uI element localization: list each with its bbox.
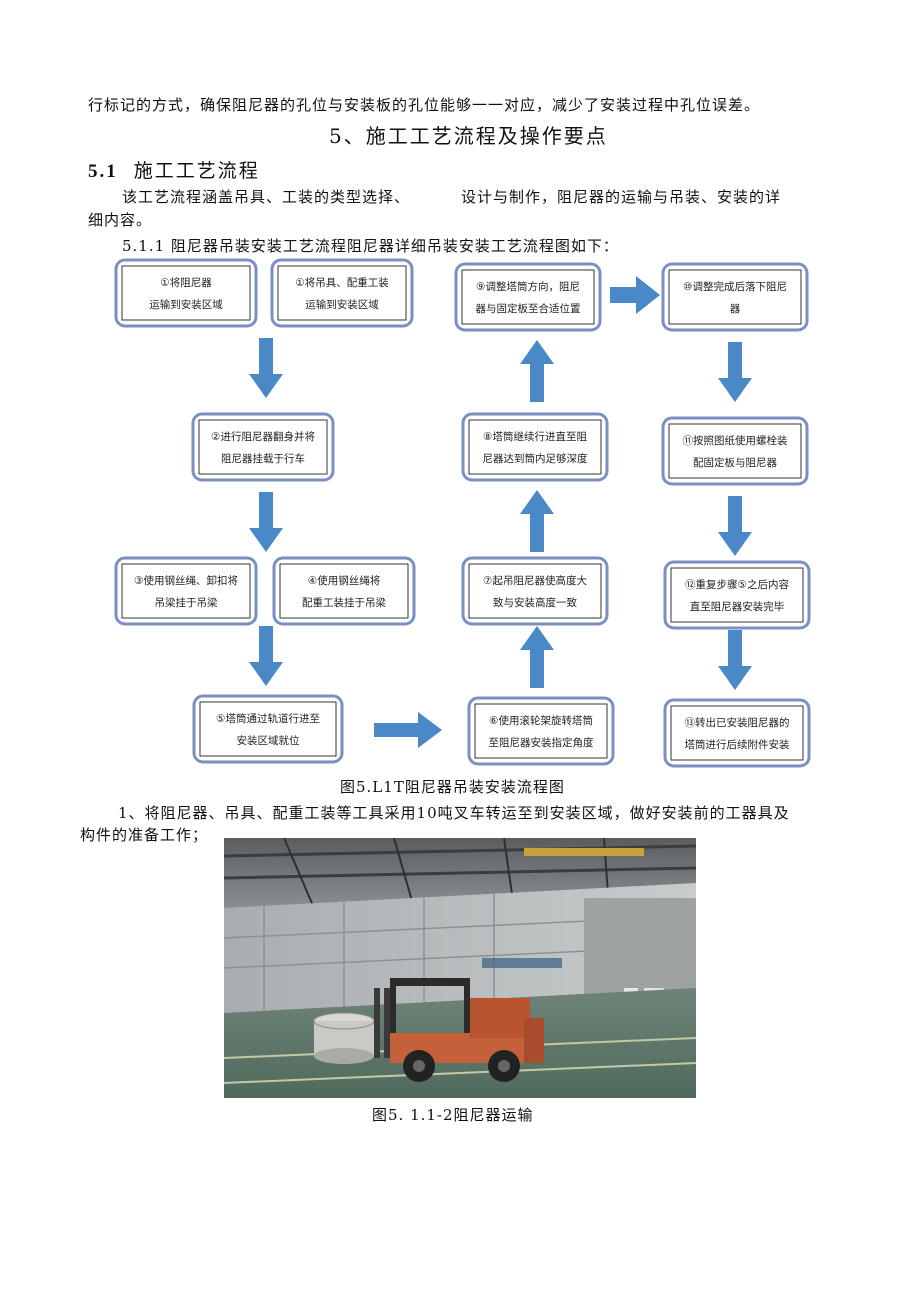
subsection-heading: 5.1 施工工艺流程 — [88, 156, 260, 183]
arrow-right-top — [610, 276, 660, 314]
flow-step-7-line-1: ⑥使用滚轮架旋转塔筒 — [489, 714, 593, 727]
paragraph-1-part-a: 该工艺流程涵盖吊具、工装的类型选择、 — [122, 188, 411, 206]
flow-step-8-line-1: ⑦起吊阻尼器使高度大 — [483, 574, 587, 587]
flow-step-1-line-1: ①将阻尼器 — [160, 277, 212, 289]
arrow-down-5 — [718, 496, 752, 556]
arrow-down-2 — [249, 492, 283, 552]
flow-step-4-line-1: ③使用钢丝绳、卸扣将 — [134, 574, 238, 587]
photo-damper-transport — [224, 838, 696, 1098]
paragraph-1-part-b: 设计与制作，阻尼器的运输与吊装、安装的详 — [461, 188, 782, 206]
flow-step-10-line-1: ⑨调整塔筒方向，阻尼 — [476, 280, 580, 293]
flow-step-13-line-1: ⑫重复步骤⑤之后内容 — [685, 578, 789, 591]
subsection-number: 5.1 — [88, 161, 118, 182]
flow-step-11-line-1: ⑩调整完成后落下阻尼 — [683, 280, 787, 293]
flow-step-14-line-2: 塔筒进行后续附件安装 — [685, 738, 790, 751]
arrow-up-1 — [520, 626, 554, 688]
paragraph-3-line-2: 构件的准备工作； — [80, 826, 209, 844]
arrow-down-4 — [718, 342, 752, 402]
arrow-right-bottom — [374, 712, 442, 748]
arrow-down-6 — [718, 630, 752, 690]
flow-step-12-line-2: 配固定板与阻尼器 — [693, 456, 777, 469]
flow-step-14-line-1: ⑬转出已安装阻尼器的 — [685, 716, 790, 729]
flow-step-2-line-1: ①将吊具、配重工装 — [295, 276, 389, 289]
flow-step-7-line-2: 至阻尼器安装指定角度 — [489, 736, 594, 749]
paragraph-1-part-c: 细内容。 — [88, 211, 153, 229]
subsection-title: 施工工艺流程 — [133, 160, 260, 182]
arrow-down-3 — [249, 626, 283, 686]
arrow-down-1 — [249, 338, 283, 398]
flow-step-9-line-1: ⑧塔筒继续行进直至阻 — [483, 430, 587, 443]
figure-1-caption: 图5.L1T阻尼器吊装安装流程图 — [340, 778, 565, 796]
flow-step-2-line-2: 运输到安装区域 — [305, 298, 379, 311]
flow-step-8-line-2: 致与安装高度一致 — [493, 596, 577, 609]
flow-step-6-line-2: 安装区域就位 — [237, 734, 300, 747]
flow-step-1-line-2: 运输到安装区域 — [149, 298, 223, 311]
flow-step-13-line-2: 直至阻尼器安装完毕 — [690, 600, 785, 613]
section-title: 5、施工工艺流程及操作要点 — [329, 124, 608, 148]
arrow-up-3 — [520, 340, 554, 402]
flow-step-4-line-2: 吊梁挂于吊梁 — [155, 596, 218, 609]
paragraph-continuation: 行标记的方式，确保阻尼器的孔位与安装板的孔位能够一一对应，减少了安装过程中孔位误… — [88, 96, 761, 114]
flow-step-5-line-2: 配重工装挂于吊梁 — [302, 596, 386, 609]
arrow-up-2 — [520, 490, 554, 552]
flow-step-10-line-2: 器与固定板至合适位置 — [476, 302, 581, 315]
flow-step-3-line-2: 阻尼器挂载于行车 — [221, 452, 305, 465]
process-flow-diagram: ①将阻尼器运输到安装区域①将吊具、配重工装运输到安装区域②进行阻尼器翻身并将阻尼… — [114, 258, 811, 768]
flow-step-3-line-1: ②进行阻尼器翻身并将 — [211, 430, 315, 443]
flow-step-5-line-1: ④使用钢丝绳将 — [308, 574, 380, 587]
flow-step-6-line-1: ⑤塔筒通过轨道行进至 — [216, 712, 320, 725]
paragraph-3-line-1: 1、将阻尼器、吊具、配重工装等工具采用10吨叉车转运至到安装区域，做好安装前的工… — [118, 804, 790, 822]
figure-2-caption: 图5. 1.1-2阻尼器运输 — [372, 1106, 534, 1124]
flow-step-12-line-1: ⑪按照图纸使用螺栓装 — [683, 434, 788, 447]
flow-step-11-line-2: 器 — [730, 303, 741, 315]
flow-step-9-line-2: 尼器达到筒内足够深度 — [483, 452, 588, 465]
paragraph-2: 5.1.1 阻尼器吊装安装工艺流程阻尼器详细吊装安装工艺流程图如下： — [122, 237, 619, 255]
